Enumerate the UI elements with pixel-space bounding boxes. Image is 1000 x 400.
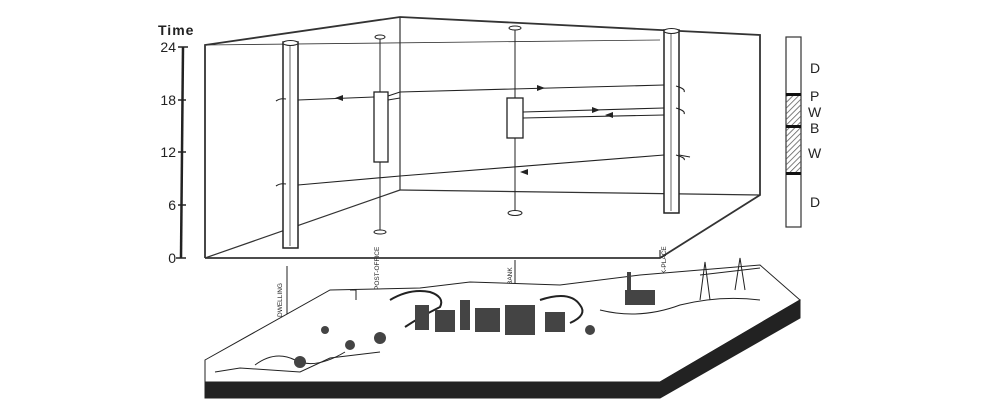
tick-18: 18 (160, 92, 176, 108)
work-place-lifeline (663, 28, 680, 214)
bar-label-bank: B (810, 120, 819, 136)
location-dwelling: DWELLING (277, 283, 284, 317)
bar-label-dwelling: D (810, 60, 820, 76)
space-time-box (204, 16, 761, 259)
tick-24: 24 (160, 39, 176, 55)
tick-0: 0 (168, 250, 176, 266)
tick-12: 12 (160, 144, 176, 160)
time-axis: Time 0 6 12 18 24 (158, 22, 194, 266)
activity-bar: D P W B W D (785, 36, 822, 228)
axis-title: Time (158, 22, 194, 38)
tick-6: 6 (168, 197, 176, 213)
location-work-place: WORK-PLACE (661, 246, 668, 290)
post-office-lifeline (373, 34, 389, 235)
location-bank: BANK (507, 267, 514, 285)
bar-label-dwelling-2: D (810, 194, 820, 210)
location-post-office: POST-OFFICE (374, 246, 381, 290)
daily-path (275, 84, 691, 187)
bank-lifeline (506, 25, 524, 216)
bar-label-post: P (810, 88, 819, 104)
dwelling-lifeline (282, 40, 299, 249)
landscape-illustration (204, 257, 801, 399)
bar-label-work-2: W (808, 145, 822, 161)
bar-label-work: W (808, 104, 822, 120)
